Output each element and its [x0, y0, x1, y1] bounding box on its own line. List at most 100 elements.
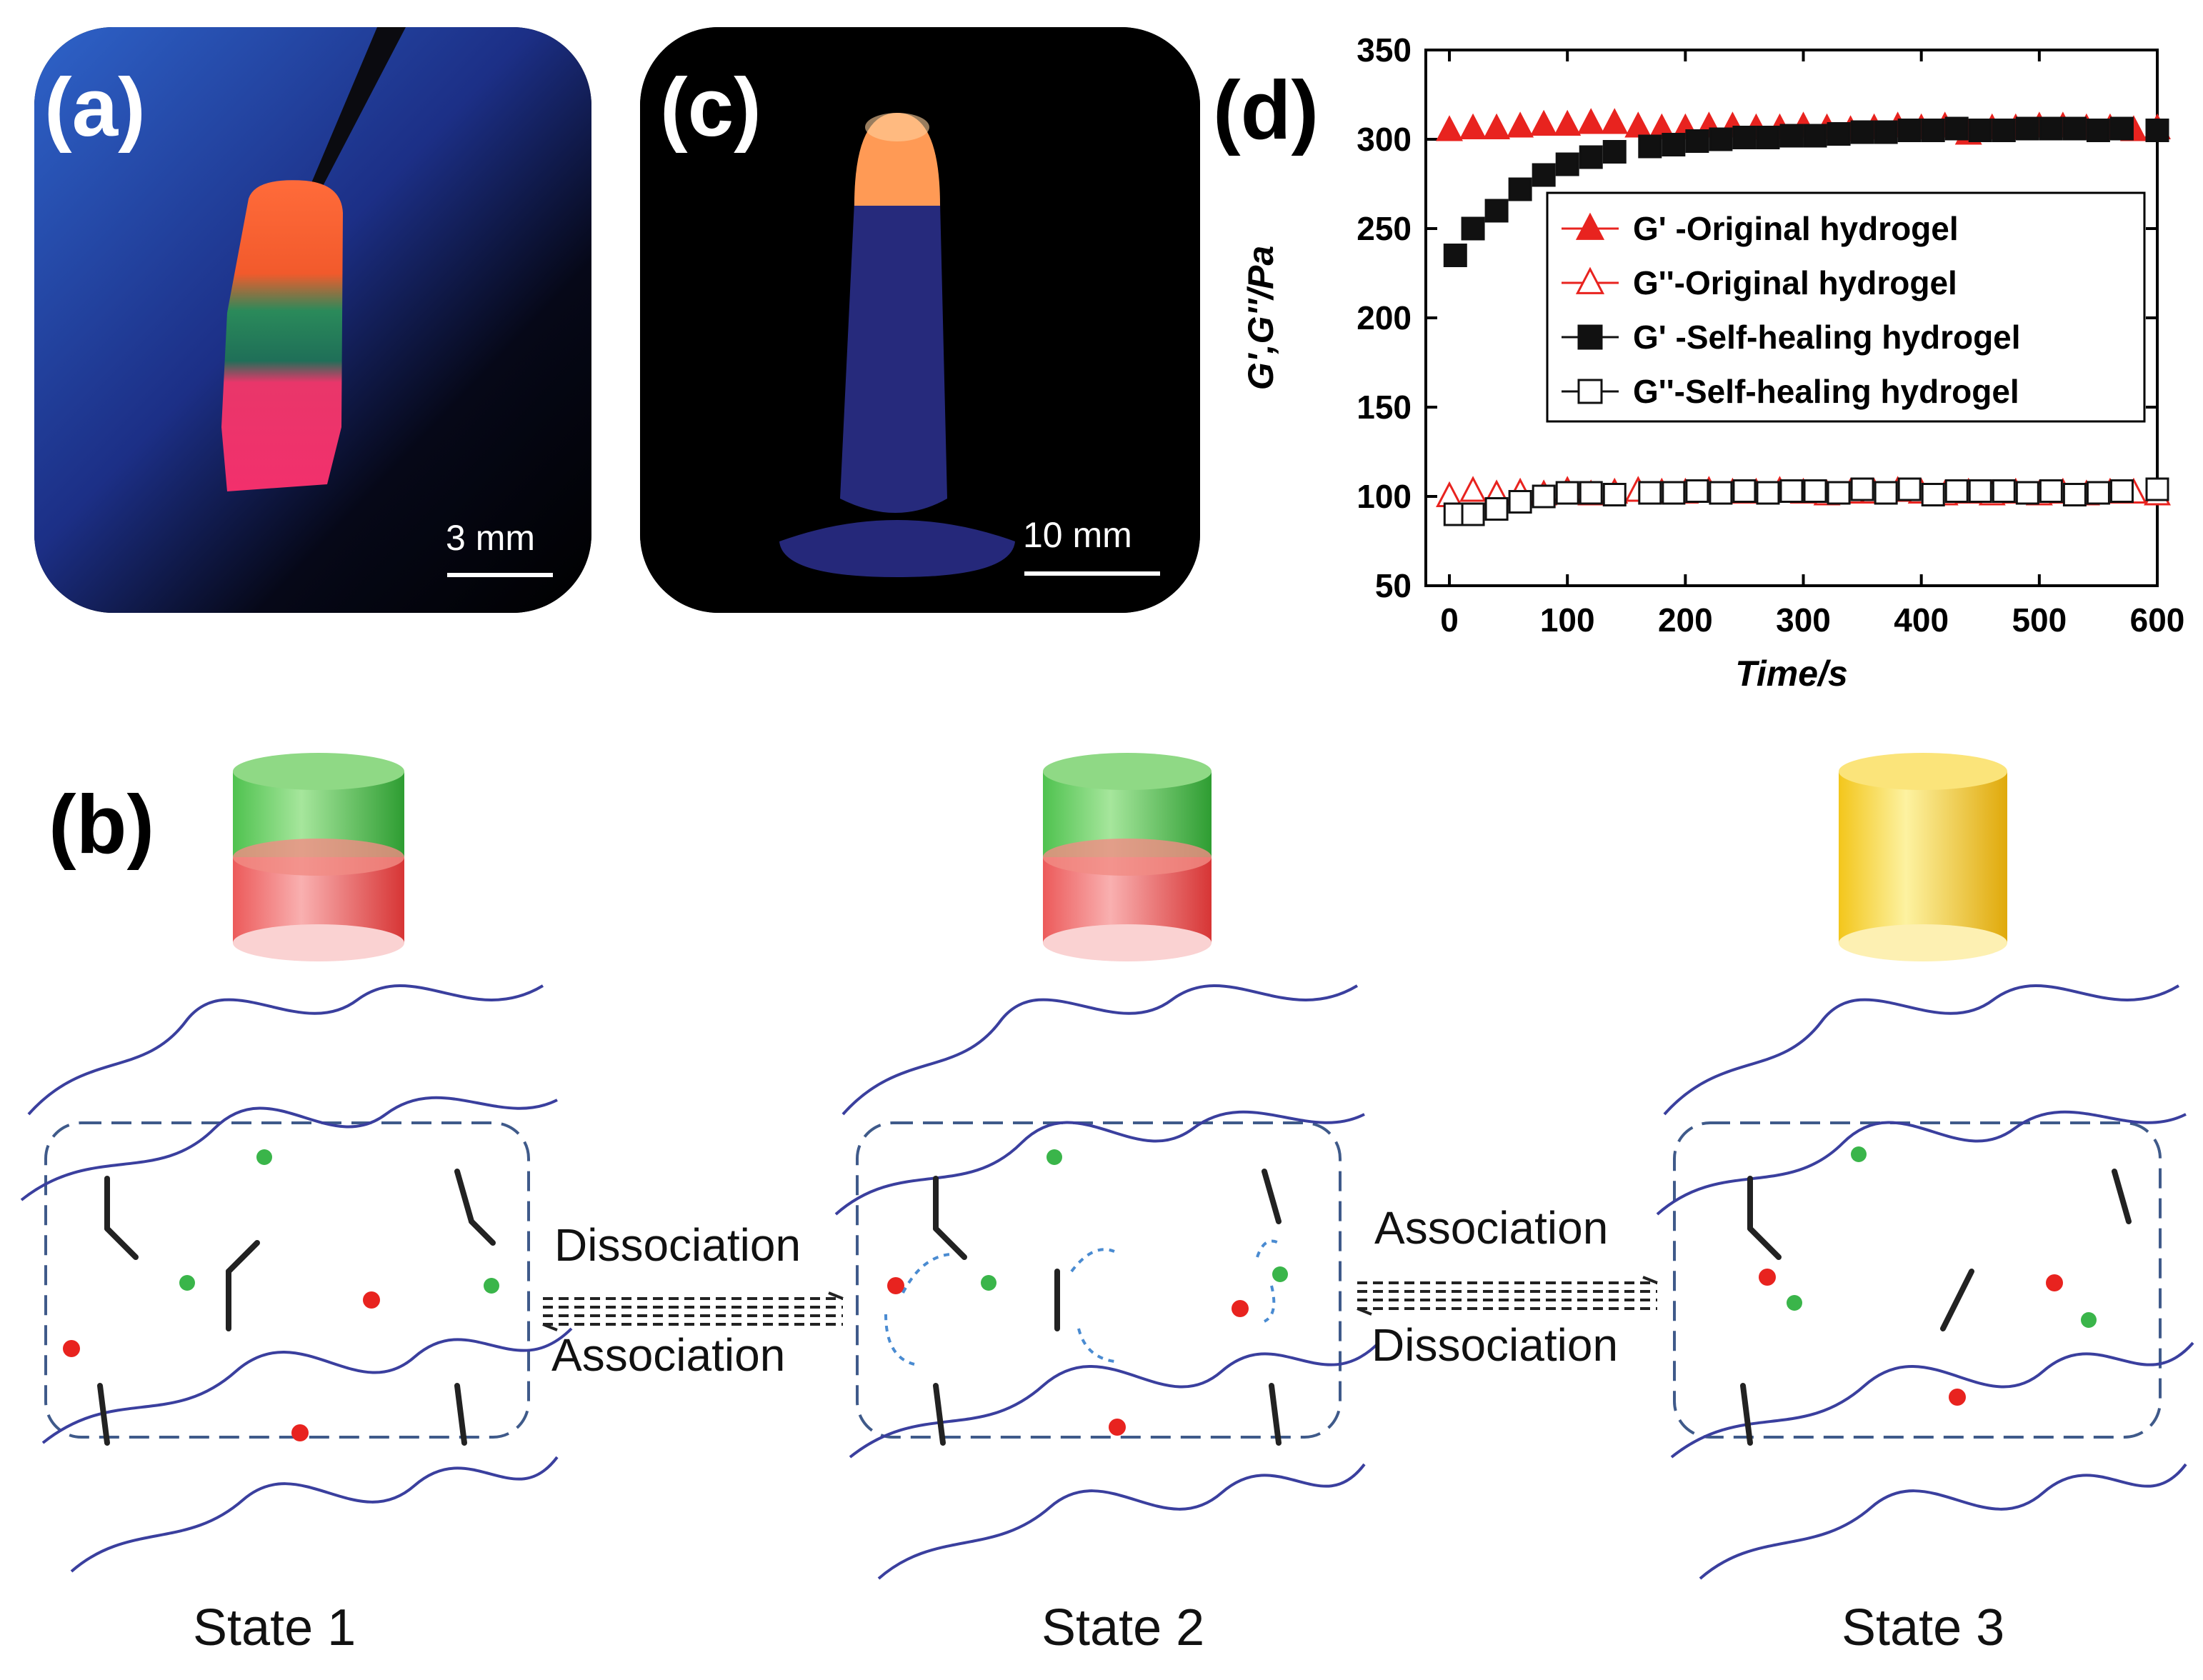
data-point-series-4 [1850, 477, 1874, 501]
data-point-series-4 [2086, 481, 2110, 505]
data-point-series-4 [1968, 479, 1992, 503]
data-point-series-4 [2109, 479, 2134, 503]
data-point-series-3 [1897, 119, 1922, 142]
data-point-series-3 [1944, 116, 1969, 141]
data-point-series-3 [2062, 116, 2087, 141]
cylinder-state-1 [233, 753, 404, 961]
cylinder-state-3 [1839, 753, 2007, 961]
data-point-series-4 [1732, 479, 1757, 503]
data-point-series-1 [1459, 113, 1487, 139]
data-point-series-1 [1554, 109, 1582, 136]
data-point-series-1 [1648, 113, 1676, 139]
data-point-series-3 [1968, 119, 1992, 142]
x-tick-label: 200 [1658, 601, 1713, 639]
scale-bar-c [1024, 571, 1160, 576]
y-tick-label: 200 [1357, 299, 1412, 336]
legend-marker [1577, 379, 1603, 404]
data-point-series-4 [2015, 481, 2039, 505]
y-axis-label: G',G''/Pa [1241, 246, 1281, 390]
y-tick-label: 250 [1357, 210, 1412, 247]
y-tick-label: 50 [1375, 567, 1412, 604]
data-point-series-3 [1579, 145, 1603, 169]
scale-text-c: 10 mm [1023, 515, 1132, 555]
legend-marker [1575, 266, 1605, 294]
equilibrium-arrow-1 [542, 1291, 844, 1331]
data-point-series-3 [1779, 124, 1804, 148]
data-point-series-4 [1555, 481, 1579, 505]
data-point-series-1 [1530, 109, 1558, 136]
x-tick-label: 600 [2130, 601, 2185, 639]
data-point-series-2 [1459, 476, 1487, 502]
legend-label: G' -Original hydrogel [1633, 210, 1959, 247]
legend-label: G''-Self-healing hydrogel [1633, 373, 2019, 410]
hydrogel-photo-a [34, 27, 591, 613]
data-point-series-3 [1921, 119, 1945, 142]
photo-panel-a [34, 27, 591, 613]
data-point-series-4 [2145, 477, 2169, 501]
data-point-series-3 [2109, 116, 2134, 141]
panel-label-c: (c) [660, 61, 761, 154]
data-point-series-3 [1532, 163, 1556, 187]
atoms [63, 1146, 2097, 1441]
x-tick-label: 100 [1540, 601, 1595, 639]
data-point-series-4 [2039, 479, 2063, 503]
scale-text-a: 3 mm [446, 518, 535, 558]
state-label-1: State 1 [193, 1599, 356, 1656]
data-point-series-3 [2086, 119, 2110, 142]
panel-label-d: (d) [1213, 64, 1319, 156]
data-point-series-4 [1709, 481, 1733, 505]
x-tick-label: 400 [1894, 601, 1949, 639]
data-point-series-3 [2145, 119, 2169, 142]
data-point-series-4 [1897, 477, 1922, 501]
legend-marker [1577, 324, 1603, 350]
data-point-series-3 [1638, 134, 1662, 159]
data-point-series-4 [1461, 502, 1485, 526]
legend-label: G' -Self-healing hydrogel [1633, 319, 2021, 356]
x-tick-label: 0 [1440, 601, 1459, 639]
arrow2-top-label: Association [1374, 1202, 1609, 1254]
data-point-series-4 [1685, 479, 1709, 503]
x-tick-label: 300 [1776, 601, 1831, 639]
data-point-series-3 [1508, 177, 1532, 201]
data-point-series-4 [1874, 481, 1898, 505]
legend-box [1546, 191, 2146, 423]
dashed-box-state-3 [1673, 1121, 2162, 1439]
interaction-arrows [884, 1239, 1279, 1366]
arrow1-bottom-label: Association [551, 1329, 786, 1381]
hydrogel-photo-c [640, 27, 1200, 613]
polymer-chains [20, 984, 2194, 1580]
data-point-series-3 [1732, 126, 1757, 149]
legend-label: G''-Original hydrogel [1633, 264, 1957, 301]
data-point-series-4 [1508, 490, 1532, 514]
data-point-series-3 [1443, 244, 1467, 267]
data-point-series-1 [1577, 108, 1605, 134]
data-point-series-3 [1602, 140, 1627, 164]
arrow1-top-label: Dissociation [554, 1219, 801, 1271]
data-point-series-4 [2062, 483, 2087, 506]
arrow2-bottom-label: Dissociation [1372, 1319, 1619, 1371]
x-axis-label: Time/s [1735, 654, 1848, 694]
data-point-series-4 [1921, 483, 1945, 506]
x-tick-label: 500 [2012, 601, 2067, 639]
y-tick-label: 150 [1357, 389, 1412, 426]
state-label-2: State 2 [1041, 1599, 1205, 1656]
data-point-series-4 [1827, 481, 1851, 505]
y-tick-label: 100 [1357, 478, 1412, 515]
panel-label-b: (b) [49, 778, 155, 871]
y-tick-label: 350 [1357, 31, 1412, 69]
scheme-diagram [20, 753, 2194, 1580]
data-point-series-4 [1602, 483, 1627, 506]
molecular-fragments [97, 1169, 2132, 1446]
data-point-series-4 [1579, 481, 1603, 505]
data-point-series-1 [1601, 108, 1629, 134]
data-point-series-4 [1662, 481, 1686, 505]
state-label-3: State 3 [1842, 1599, 2005, 1656]
scale-bar-a [447, 573, 553, 577]
dashed-box-state-1 [44, 1121, 530, 1439]
data-point-series-3 [2039, 116, 2063, 141]
equilibrium-arrow-2 [1357, 1276, 1658, 1316]
data-point-series-3 [1484, 199, 1509, 223]
data-point-series-4 [1756, 481, 1780, 505]
data-point-series-4 [1944, 479, 1969, 503]
